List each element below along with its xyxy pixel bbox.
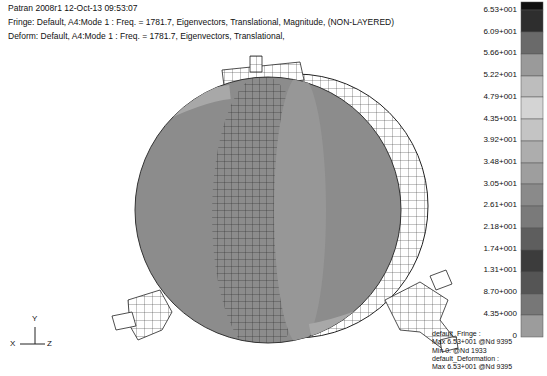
scale-value: 4.35+001 [483,115,517,123]
scale-value: 0 [513,332,517,340]
scale-value: 3.48+001 [483,158,517,166]
scale-value: 6.53+001 [483,6,517,14]
result-summary: Max 6.53+001 @Nd 9395 [432,338,512,345]
sphere-mesh [150,75,390,355]
scale-value: 4.35+000 [483,310,517,318]
scale-value: 2.18+001 [483,223,517,231]
scale-value: 3.05+001 [483,180,517,188]
result-summary: default_Deformation : [432,355,499,362]
plot-header: Fringe: Default, A4:Mode 1 : Freq. = 178… [8,18,394,27]
scale-value: 5.22+001 [483,71,517,79]
plot-header: Deform: Default, A4:Mode 1 : Freq. = 178… [8,32,285,41]
scale-value: 5.66+001 [483,49,517,57]
scale-value: 4.79+001 [483,93,517,101]
axis-triad [20,327,45,344]
axis-label: Y [32,315,37,323]
plot-header: Patran 2008r1 12-Oct-13 09:53:07 [8,4,137,13]
axis-label: X [10,340,15,348]
result-summary: Min 0. @Nd 1933 [432,347,487,354]
result-summary: default_Fringe : [432,330,481,337]
scale-value: 2.61+001 [483,201,517,209]
scale-value: 1.31+001 [483,266,517,274]
fringe-colorbar [521,2,543,337]
scale-value: 1.74+001 [483,245,517,253]
axis-label: Z [47,340,52,348]
scale-value: 6.09+001 [483,28,517,36]
result-summary: Max 6.53+001 @Nd 9395 [432,363,512,370]
scale-value: 3.92+001 [483,136,517,144]
scale-value: 8.70+000 [483,288,517,296]
bracket [112,56,458,352]
